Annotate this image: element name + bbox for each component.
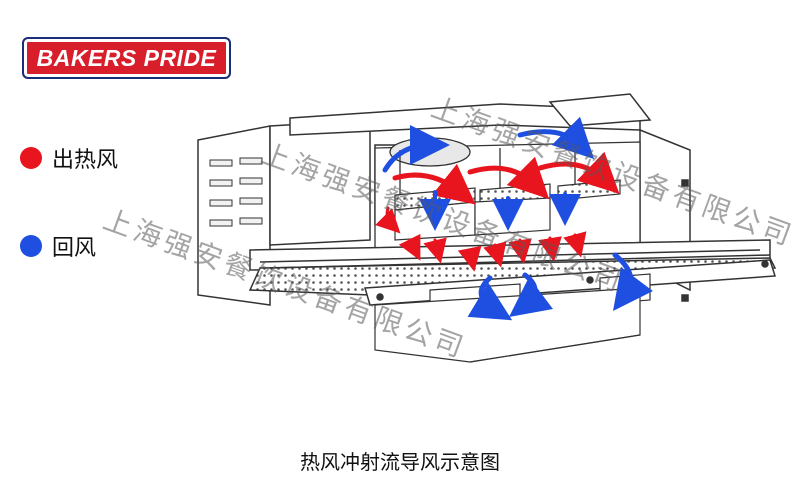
hot-air-arrows [375, 151, 620, 272]
oven-airflow-diagram [197, 93, 777, 363]
logo-text: BAKERS PRIDE [36, 44, 217, 71]
legend-return-air-label: 回风 [52, 236, 97, 261]
hot-air-dot-icon [20, 147, 42, 169]
legend-return-air: 回风 [20, 230, 96, 262]
return-air-arrows [382, 116, 653, 321]
bakers-pride-logo: BAKERS PRIDE [22, 37, 231, 79]
legend-hot-air-label: 出热风 [52, 148, 119, 173]
diagram-caption: 热风冲射流导风示意图 [300, 450, 500, 474]
legend-hot-air: 出热风 [20, 142, 118, 174]
oven-left-housing [197, 119, 371, 306]
return-air-dot-icon [20, 235, 42, 257]
